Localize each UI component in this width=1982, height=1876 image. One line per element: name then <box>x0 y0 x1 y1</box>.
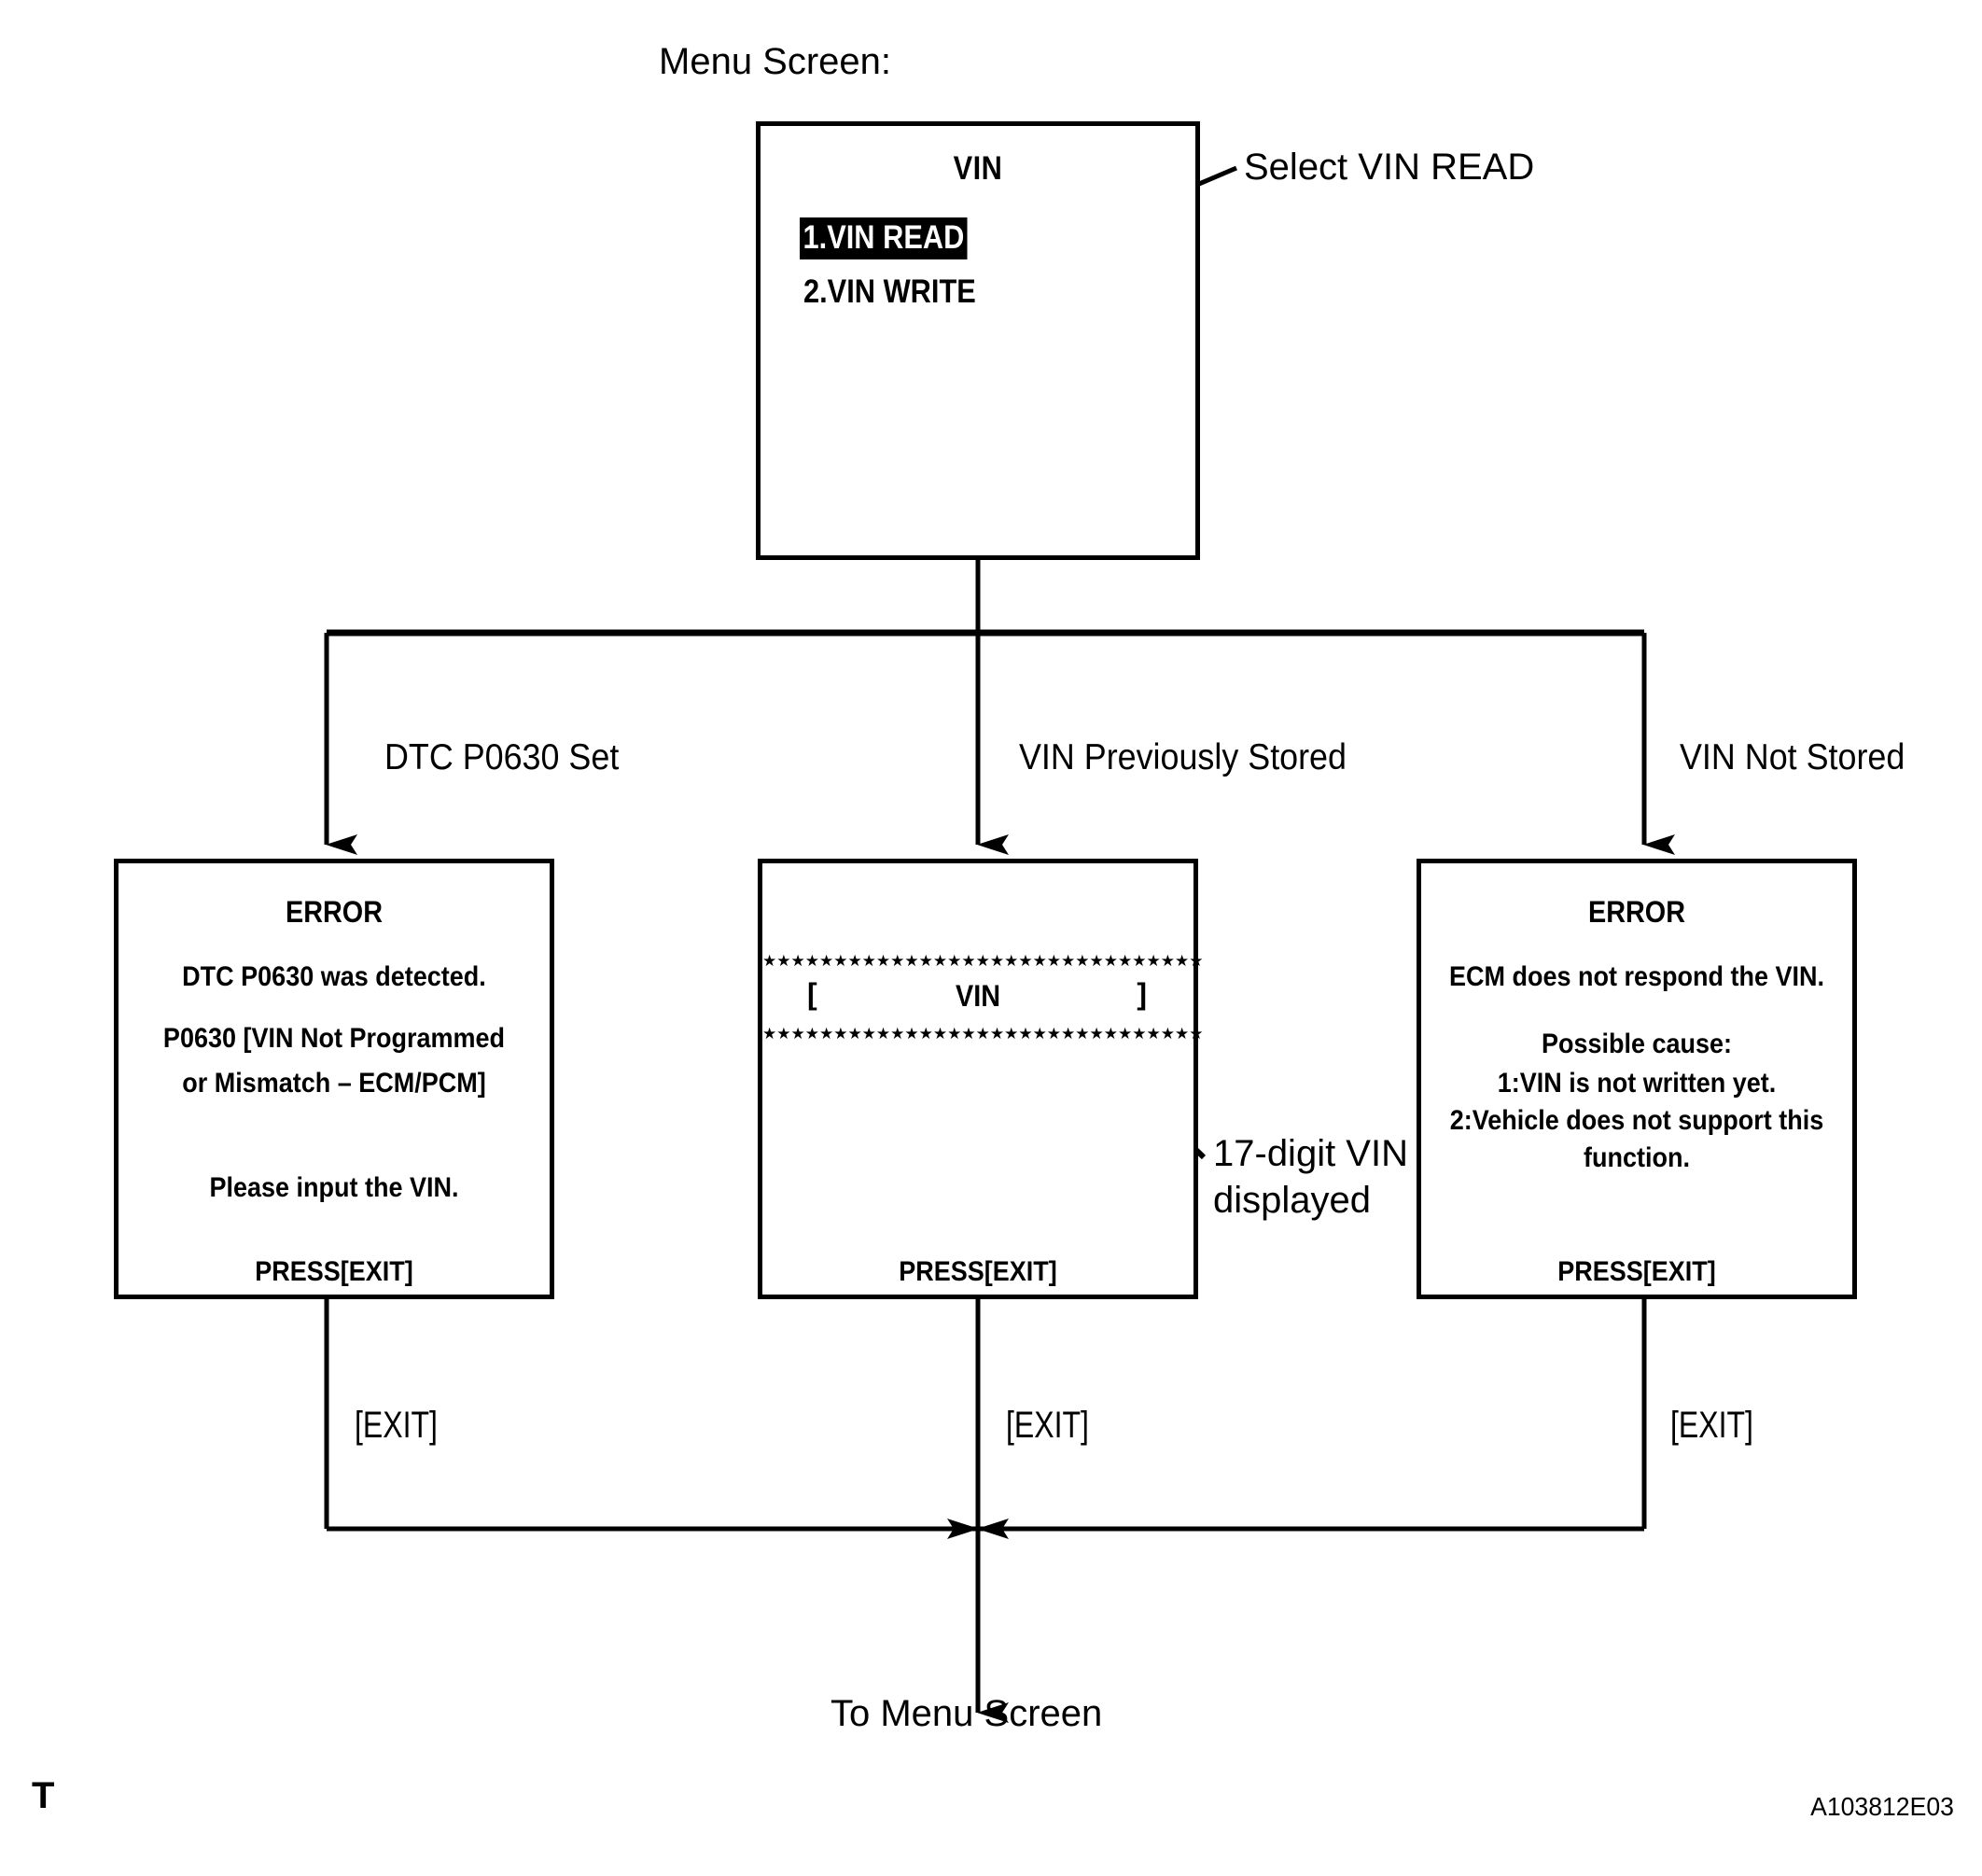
callout-select-vin-read: Select VIN READ <box>1244 147 1535 188</box>
vin-stars-bottom: ★★★★★★★★★★★★★★★★★★★★★★★★★★★★★★★ <box>762 1025 1204 1043</box>
callout-17-digit-vin-line-1: 17-digit VIN <box>1213 1133 1408 1174</box>
vin-bracket-left: [ <box>807 977 817 1011</box>
branch-label-vin-previously-stored: VIN Previously Stored <box>1019 737 1347 777</box>
screen-error-no-vin: ERROR ECM does not respond the VIN. Poss… <box>1417 859 1857 1299</box>
error-no-vin-line-1: ECM does not respond the VIN. <box>1448 961 1825 992</box>
vin-stars-top: ★★★★★★★★★★★★★★★★★★★★★★★★★★★★★★★ <box>762 952 1204 971</box>
menu-screen-caption: Menu Screen: <box>659 41 892 82</box>
error-no-vin-footer: PRESS[EXIT] <box>1557 1256 1716 1287</box>
screen-vin-display: ★★★★★★★★★★★★★★★★★★★★★★★★★★★★★★★ [ VIN ] … <box>758 859 1204 1299</box>
footer-registration-mark: T <box>32 1775 55 1816</box>
error-dtc-footer: PRESS[EXIT] <box>255 1256 413 1287</box>
branch-label-vin-not-stored: VIN Not Stored <box>1680 737 1905 777</box>
error-no-vin-line-3: 1:VIN is not written yet. <box>1497 1068 1777 1099</box>
menu-screen-title: VIN <box>953 150 1003 187</box>
exit-label-right: [EXIT] <box>1670 1405 1753 1446</box>
vin-bracket-right: ] <box>1137 977 1147 1011</box>
screen-error-dtc-p0630: ERROR DTC P0630 was detected. P0630 [VIN… <box>114 859 554 1299</box>
exit-label-center: [EXIT] <box>1006 1405 1089 1446</box>
branch-label-dtc-p0630-set: DTC P0630 Set <box>384 737 620 777</box>
menu-item-vin-write[interactable]: 2.VIN WRITE <box>803 273 976 310</box>
error-no-vin-heading: ERROR <box>1587 895 1686 929</box>
error-dtc-heading: ERROR <box>285 895 384 929</box>
menu-item-vin-read[interactable]: 1.VIN READ <box>800 217 968 259</box>
error-no-vin-line-2: Possible cause: <box>1541 1029 1733 1059</box>
error-dtc-line-4: Please input the VIN. <box>209 1172 459 1203</box>
bottom-label-to-menu-screen: To Menu Screen <box>830 1693 1103 1734</box>
error-dtc-line-3: or Mismatch – ECM/PCM] <box>182 1068 486 1099</box>
error-no-vin-line-5: function. <box>1584 1142 1690 1173</box>
error-no-vin-line-4: 2:Vehicle does not support this <box>1449 1105 1824 1136</box>
error-dtc-line-2: P0630 [VIN Not Programmed <box>162 1023 506 1054</box>
exit-label-left: [EXIT] <box>355 1405 438 1446</box>
error-dtc-line-1: DTC P0630 was detected. <box>182 961 486 992</box>
vin-field-label: VIN <box>955 979 1001 1013</box>
callout-17-digit-vin-line-2: displayed <box>1213 1180 1372 1221</box>
footer-figure-code: A103812E03 <box>1810 1792 1954 1821</box>
menu-screen-box: VIN 1.VIN READ 2.VIN WRITE <box>756 121 1200 560</box>
vin-display-footer: PRESS[EXIT] <box>899 1256 1057 1287</box>
